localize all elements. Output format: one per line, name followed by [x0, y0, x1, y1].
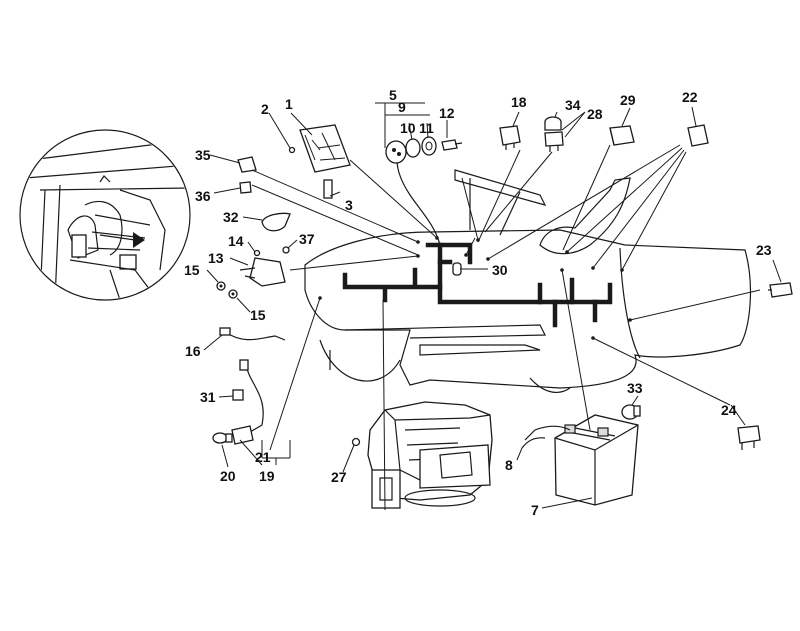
part-19-lead	[239, 359, 264, 433]
part-34-cap	[544, 116, 562, 131]
callout-15-a: 15	[184, 262, 200, 278]
part-30-clip	[452, 262, 462, 276]
callout-19: 19	[259, 468, 275, 484]
battery	[524, 414, 639, 506]
callout-24: 24	[721, 402, 737, 418]
callout-15-b: 15	[250, 307, 266, 323]
part-27-nut	[351, 437, 361, 447]
part-24-switch	[737, 425, 761, 450]
part-8-cable	[521, 437, 546, 449]
callout-16: 16	[185, 343, 201, 359]
part-14-screw	[253, 249, 261, 257]
callout-14: 14	[228, 233, 244, 249]
part-13-solenoid	[239, 257, 286, 287]
callout-35: 35	[195, 147, 211, 163]
callout-37: 37	[299, 231, 315, 247]
callout-32: 32	[223, 209, 239, 225]
part-11-nut	[421, 136, 437, 156]
callout-33: 33	[627, 380, 643, 396]
part-33-bulb	[621, 404, 641, 420]
callout-23: 23	[756, 242, 772, 258]
part-15-washer-b	[228, 289, 238, 299]
tractor-outline	[304, 169, 752, 393]
callout-10: 10	[400, 120, 416, 136]
leader-dots	[318, 236, 632, 340]
callout-5: 5	[389, 87, 397, 103]
part-21-socket	[231, 425, 254, 445]
callout-12: 12	[439, 105, 455, 121]
callout-28: 28	[587, 106, 603, 122]
part-37-nut	[282, 246, 290, 254]
part-32-boot	[261, 212, 291, 232]
callout-11: 11	[419, 120, 434, 136]
part-29-relay	[609, 125, 635, 146]
part-28-switch	[544, 131, 564, 152]
callout-34: 34	[565, 97, 581, 113]
callout-9: 9	[398, 99, 406, 115]
part-3-fuse	[323, 179, 333, 199]
callout-36: 36	[195, 188, 211, 204]
callout-31: 31	[200, 389, 216, 405]
callout-7: 7	[531, 502, 539, 518]
callout-22: 22	[682, 89, 698, 105]
part-1-board	[299, 124, 351, 173]
callout-21: 21	[255, 449, 271, 465]
callout-3: 3	[345, 197, 353, 213]
part-22-switch	[687, 124, 709, 147]
part-15-washer-a	[216, 281, 226, 291]
engine	[367, 401, 493, 509]
part-23-switch	[768, 282, 793, 298]
wiring-harness	[342, 154, 613, 328]
leader-lines	[203, 102, 782, 511]
part-35-connector	[237, 156, 257, 173]
part-10-ring	[405, 138, 421, 158]
callout-8: 8	[505, 457, 513, 473]
callout-29: 29	[620, 92, 636, 108]
detail-inset	[19, 129, 191, 301]
callout-20: 20	[220, 468, 236, 484]
callout-labels: 1 2 3 5 9 10 11 12 18 34 28 29 22 35 36 …	[184, 87, 772, 518]
part-36-connector	[239, 181, 252, 194]
part-12-key	[441, 139, 463, 151]
part-16-cable	[219, 327, 286, 341]
callout-2: 2	[261, 101, 269, 117]
callout-18: 18	[511, 94, 527, 110]
callout-13: 13	[208, 250, 224, 266]
part-2-clip	[288, 146, 296, 154]
callout-27: 27	[331, 469, 347, 485]
part-18-switch	[499, 125, 521, 150]
part-9-switch	[385, 140, 407, 164]
part-20-bulb	[212, 432, 233, 444]
callout-1: 1	[285, 96, 293, 112]
callout-30: 30	[492, 262, 508, 278]
part-31-connector	[232, 389, 244, 401]
